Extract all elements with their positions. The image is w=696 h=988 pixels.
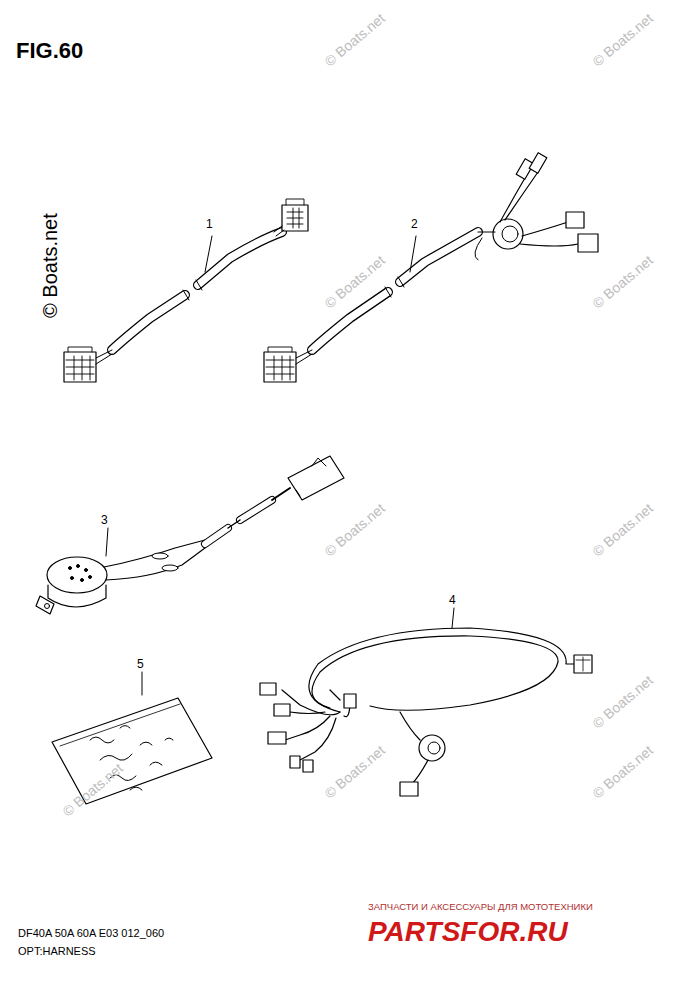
harness-2 [264, 153, 598, 382]
buzzer-3 [36, 456, 344, 614]
watermark: © Boats.net [40, 213, 60, 318]
callout-number: 1 [206, 218, 213, 230]
watermark: © Boats.net [590, 253, 655, 311]
watermark: © Boats.net [322, 501, 387, 559]
harness-4 [260, 628, 592, 796]
callout-number: 4 [449, 594, 456, 606]
section-name: OPT:HARNESS [18, 946, 96, 957]
brand-logo: PARTSFOR.RU [368, 918, 568, 946]
callout-number: 3 [101, 514, 108, 526]
callout-number: 2 [411, 218, 418, 230]
figure-title: FIG.60 [16, 40, 83, 62]
watermark: © Boats.net [322, 11, 387, 69]
watermark: © Boats.net [590, 673, 655, 731]
harness-1 [64, 199, 308, 382]
brand-tagline: ЗАПЧАСТИ И АКСЕССУАРЫ ДЛЯ МОТОТЕХНИКИ [368, 902, 593, 912]
watermark: © Boats.net [322, 743, 387, 801]
watermark: © Boats.net [590, 743, 655, 801]
model-code: DF40A 50A 60A E03 012_060 [18, 928, 164, 939]
watermark: © Boats.net [590, 501, 655, 559]
leader-lines [106, 236, 454, 695]
parts-bag-5 [52, 698, 212, 804]
callout-number: 5 [137, 658, 144, 670]
watermark: © Boats.net [590, 11, 655, 69]
